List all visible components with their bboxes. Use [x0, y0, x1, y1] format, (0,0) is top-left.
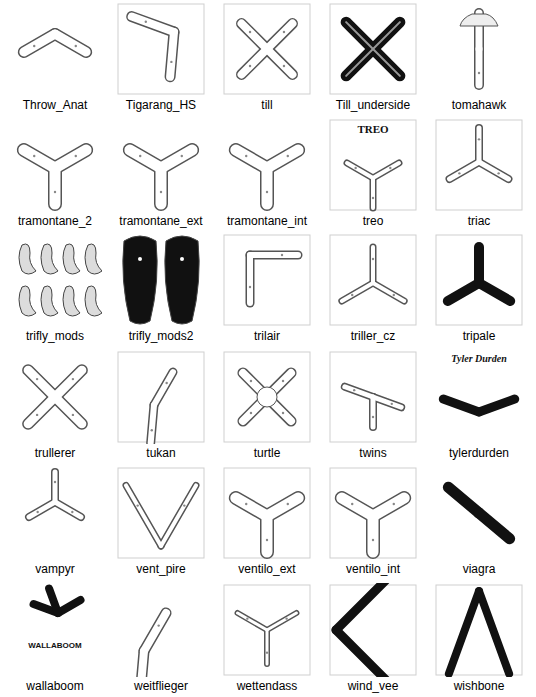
file-caption: weitflieger — [108, 679, 214, 693]
file-thumbnail: Till_underside — [320, 2, 426, 114]
file-thumbnail: tylerdurden — [426, 350, 532, 462]
file-caption: tramontane_2 — [2, 214, 108, 228]
file-caption: Till_underside — [320, 98, 426, 112]
boomerang-plan — [114, 233, 208, 327]
boomerang-plan — [114, 118, 208, 212]
file-caption: wallaboom — [2, 679, 108, 693]
boomerang-plan — [114, 583, 208, 677]
file-thumbnail: Tigarang_HS — [108, 2, 214, 114]
boomerang-plan — [220, 583, 314, 677]
file-caption: viagra — [426, 562, 532, 576]
file-caption: Tigarang_HS — [108, 98, 214, 112]
boomerang-plan — [8, 233, 102, 327]
file-thumbnail: trifly_mods — [2, 233, 108, 345]
file-thumbnail: tukan — [108, 350, 214, 462]
file-caption: tylerdurden — [426, 446, 532, 460]
file-caption: twins — [320, 446, 426, 460]
file-thumbnail: wishbone — [426, 583, 532, 695]
boomerang-plan — [432, 233, 526, 327]
file-thumbnail: vampyr — [2, 466, 108, 578]
file-caption: tramontane_int — [214, 214, 320, 228]
boomerang-plan — [220, 350, 314, 444]
boomerang-plan — [432, 2, 526, 96]
file-thumbnail: till — [214, 2, 320, 114]
file-caption: ventilo_int — [320, 562, 426, 576]
file-thumbnail: trifly_mods2 — [108, 233, 214, 345]
file-thumbnail: wettendass — [214, 583, 320, 695]
file-thumbnail: triller_cz — [320, 233, 426, 345]
boomerang-plan — [8, 466, 102, 560]
file-caption: turtle — [214, 446, 320, 460]
file-caption: tomahawk — [426, 98, 532, 112]
boomerang-plan — [432, 118, 526, 212]
file-caption: treo — [320, 214, 426, 228]
file-caption: wind_vee — [320, 679, 426, 693]
boomerang-plan — [220, 2, 314, 96]
plan-title: WALLABOOM — [26, 642, 83, 651]
file-caption: wettendass — [214, 679, 320, 693]
boomerang-plan — [8, 583, 102, 677]
file-caption: ventilo_ext — [214, 562, 320, 576]
file-caption: vent_pire — [108, 562, 214, 576]
file-thumbnail: tomahawk — [426, 2, 532, 114]
boomerang-plan — [114, 350, 208, 444]
file-caption: wishbone — [426, 679, 532, 693]
boomerang-plan — [326, 350, 420, 444]
boomerang-plan — [114, 466, 208, 560]
file-caption: trifly_mods2 — [108, 329, 214, 343]
boomerang-plan — [326, 2, 420, 96]
file-caption: Throw_Anat — [2, 98, 108, 112]
boomerang-plan — [326, 466, 420, 560]
file-caption: trifly_mods — [2, 329, 108, 343]
boomerang-plan — [220, 466, 314, 560]
file-caption: till — [214, 98, 320, 112]
boomerang-plan — [8, 118, 102, 212]
file-thumbnail: trilair — [214, 233, 320, 345]
boomerang-plan — [220, 118, 314, 212]
file-thumbnail: triac — [426, 118, 532, 230]
file-thumbnail: weitflieger — [108, 583, 214, 695]
boomerang-plan — [326, 583, 420, 677]
boomerang-plan — [326, 233, 420, 327]
file-thumbnail: tramontane_ext — [108, 118, 214, 230]
plan-title: TREO — [355, 123, 390, 135]
boomerang-plan — [114, 2, 208, 96]
file-thumbnail: trullerer — [2, 350, 108, 462]
file-caption: triac — [426, 214, 532, 228]
file-caption: tukan — [108, 446, 214, 460]
file-thumbnail: wallaboom — [2, 583, 108, 695]
boomerang-plan — [220, 233, 314, 327]
boomerang-plan — [8, 350, 102, 444]
file-thumbnail: wind_vee — [320, 583, 426, 695]
boomerang-plan — [432, 350, 526, 444]
file-thumbnail: viagra — [426, 466, 532, 578]
file-thumbnail: ventilo_int — [320, 466, 426, 578]
file-thumbnail: vent_pire — [108, 466, 214, 578]
file-caption: tripale — [426, 329, 532, 343]
file-caption: triller_cz — [320, 329, 426, 343]
file-caption: trilair — [214, 329, 320, 343]
file-thumbnail: turtle — [214, 350, 320, 462]
file-thumbnail: tramontane_int — [214, 118, 320, 230]
file-thumbnail: twins — [320, 350, 426, 462]
boomerang-plan — [432, 466, 526, 560]
file-caption: trullerer — [2, 446, 108, 460]
file-caption: tramontane_ext — [108, 214, 214, 228]
file-thumbnail: Throw_Anat — [2, 2, 108, 114]
file-thumbnail: ventilo_ext — [214, 466, 320, 578]
file-caption: vampyr — [2, 562, 108, 576]
plan-title: Tyler Durden — [449, 353, 508, 364]
boomerang-plan — [432, 583, 526, 677]
file-thumbnail: tramontane_2 — [2, 118, 108, 230]
boomerang-plan — [8, 2, 102, 96]
file-thumbnail: tripale — [426, 233, 532, 345]
